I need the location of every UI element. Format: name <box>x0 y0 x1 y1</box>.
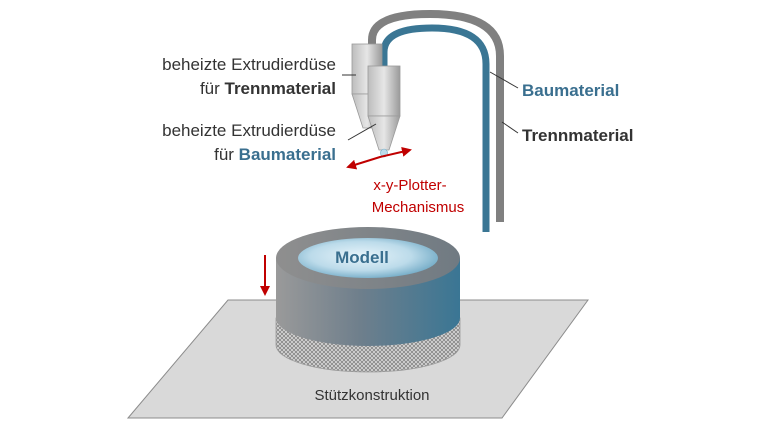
pointer-separation-material <box>501 121 519 134</box>
label-separation-material: Trennmaterial <box>522 126 634 145</box>
label-nozzle-build-line2: für Baumaterial <box>214 145 336 164</box>
label-model: Modell <box>335 248 389 267</box>
label-nozzle-build-line1: beheizte Extrudierdüse <box>162 121 336 140</box>
nozzle-build <box>367 65 401 158</box>
model-cylinder <box>276 227 460 346</box>
label-nozzle-separation-line1: beheizte Extrudierdüse <box>162 55 336 74</box>
xy-plotter-arrow <box>346 146 412 170</box>
separation-material-tube <box>368 10 504 222</box>
label-build-material: Baumaterial <box>522 81 619 100</box>
label-plotter-line2: Mechanismus <box>372 199 465 216</box>
label-support: Stützkonstruktion <box>314 387 429 404</box>
pointer-build-nozzle <box>347 123 377 141</box>
label-nozzle-separation-line2: für Trennmaterial <box>200 79 336 98</box>
pointer-build-material <box>489 71 519 89</box>
label-plotter-line1: x-y-Plotter- <box>373 177 446 194</box>
nozzle-separation <box>351 43 383 129</box>
build-material-tube <box>380 24 490 232</box>
